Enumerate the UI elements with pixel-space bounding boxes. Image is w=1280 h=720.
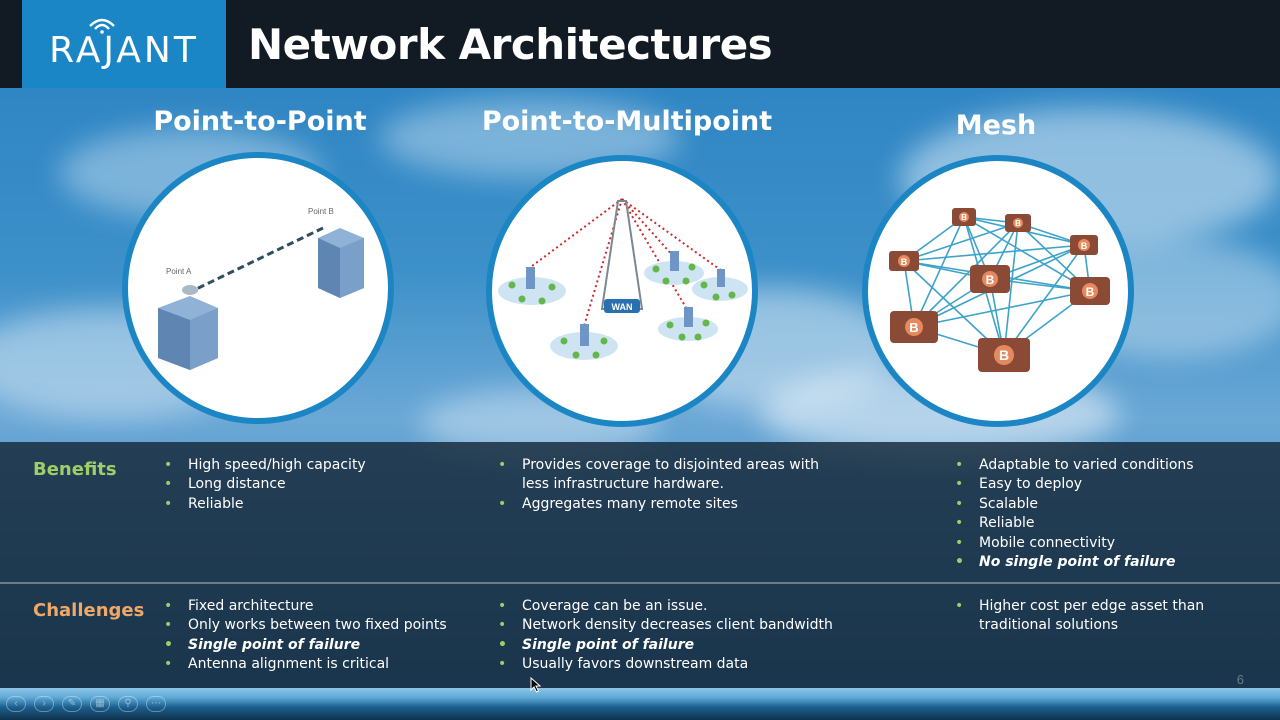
- logo-text: RAJANT: [49, 30, 199, 71]
- col-title-mesh: Mesh: [955, 110, 1037, 141]
- svg-text:B: B: [1081, 241, 1088, 251]
- previous-slide-icon[interactable]: ‹: [6, 696, 26, 712]
- svg-text:B: B: [909, 320, 918, 335]
- list-item: High speed/high capacity: [164, 456, 464, 476]
- point-b-label: Point B: [308, 207, 334, 216]
- list-item: Coverage can be an issue.: [498, 597, 878, 617]
- rajant-logo: RAJANT: [22, 0, 226, 88]
- svg-text:B: B: [999, 347, 1009, 363]
- svg-text:B: B: [961, 213, 967, 222]
- col-title-point-to-multipoint: Point-to-Multipoint: [481, 106, 773, 137]
- challenges-mesh-list: Higher cost per edge asset than traditio…: [955, 597, 1265, 636]
- list-item: Higher cost per edge asset than traditio…: [955, 597, 1265, 636]
- list-item: Only works between two fixed points: [164, 616, 484, 636]
- slides-grid-icon[interactable]: ▦: [90, 696, 110, 712]
- list-item: Usually favors downstream data: [498, 655, 878, 675]
- tower-icon: [600, 200, 644, 310]
- pen-icon[interactable]: ✎: [62, 696, 82, 712]
- list-item: Adaptable to varied conditions: [955, 456, 1265, 476]
- list-item: Reliable: [955, 514, 1265, 534]
- point-to-multipoint-diagram: WAN: [486, 155, 758, 427]
- svg-text:B: B: [986, 273, 995, 287]
- page-title: Network Architectures: [248, 20, 773, 69]
- point-to-point-diagram: Point A Point B: [122, 152, 394, 424]
- list-item: Fixed architecture: [164, 597, 484, 617]
- list-item: Single point of failure: [498, 636, 878, 656]
- svg-text:B: B: [901, 257, 908, 267]
- list-item: Mobile connectivity: [955, 534, 1265, 554]
- list-item: No single point of failure: [955, 553, 1265, 573]
- zoom-icon[interactable]: ⚲: [118, 696, 138, 712]
- list-item: Single point of failure: [164, 636, 484, 656]
- challenges-p2p-list: Fixed architecture Only works between tw…: [164, 597, 484, 675]
- list-item: Antenna alignment is critical: [164, 655, 484, 675]
- list-item: Provides coverage to disjointed areas wi…: [498, 456, 848, 495]
- col-title-point-to-point: Point-to-Point: [153, 106, 367, 137]
- svg-text:B: B: [1086, 285, 1095, 299]
- point-a-label: Point A: [166, 267, 192, 276]
- benefits-p2p-list: High speed/high capacity Long distance R…: [164, 456, 464, 515]
- challenges-label: Challenges: [33, 600, 145, 621]
- benefits-p2mp-list: Provides coverage to disjointed areas wi…: [498, 456, 848, 515]
- next-slide-icon[interactable]: ›: [34, 696, 54, 712]
- list-item: Network density decreases client bandwid…: [498, 616, 878, 636]
- slide-nav-controls: ‹ › ✎ ▦ ⚲ ⋯: [6, 696, 166, 712]
- wan-label: WAN: [612, 302, 633, 312]
- list-item: Easy to deploy: [955, 475, 1265, 495]
- mouse-cursor-icon: [530, 677, 542, 693]
- bottom-bar: [0, 688, 1280, 720]
- list-item: Reliable: [164, 495, 464, 515]
- more-options-icon[interactable]: ⋯: [146, 696, 166, 712]
- page-number: 6: [1236, 672, 1244, 687]
- mesh-diagram: B B B B B B B B: [862, 155, 1134, 427]
- benefits-label: Benefits: [33, 459, 117, 480]
- list-item: Long distance: [164, 475, 464, 495]
- wifi-icon: [89, 18, 115, 34]
- challenges-p2mp-list: Coverage can be an issue. Network densit…: [498, 597, 878, 675]
- benefits-mesh-list: Adaptable to varied conditions Easy to d…: [955, 456, 1265, 573]
- mesh-node-icons: [889, 208, 1110, 372]
- list-item: Aggregates many remote sites: [498, 495, 848, 515]
- list-item: Scalable: [955, 495, 1265, 515]
- svg-text:B: B: [1015, 219, 1021, 228]
- slide-header: RAJANT Network Architectures: [0, 0, 1280, 88]
- row-divider: [0, 582, 1280, 584]
